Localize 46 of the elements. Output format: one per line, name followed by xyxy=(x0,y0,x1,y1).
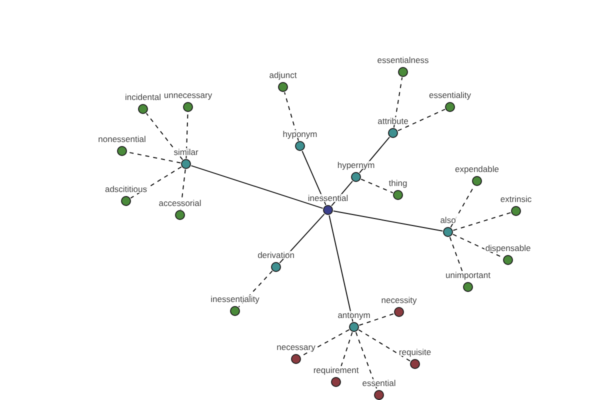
node-label: hyponym xyxy=(282,130,318,138)
node-label: similar xyxy=(172,148,200,156)
node-label: also xyxy=(439,216,457,224)
dashed-link xyxy=(130,166,182,199)
link-line xyxy=(332,210,444,232)
node-label: inessential xyxy=(306,194,350,202)
dashed-link xyxy=(146,112,184,160)
dashed-link xyxy=(355,332,378,390)
node-label: accessorial xyxy=(158,198,202,207)
node-label: adscititious xyxy=(104,184,148,193)
node-label: derivation xyxy=(256,250,296,259)
node-label: attribute xyxy=(376,116,410,125)
node-label: unimportant xyxy=(444,270,492,279)
node-label: essentiality xyxy=(428,90,472,99)
dashed-link xyxy=(126,152,182,164)
node-label: incidental xyxy=(124,92,162,101)
dashed-link xyxy=(452,212,512,231)
dashed-link xyxy=(360,178,394,194)
node-label: nonessential xyxy=(97,134,147,143)
dashed-link xyxy=(180,168,186,210)
link-line xyxy=(328,214,354,322)
node-label: essential xyxy=(361,378,397,387)
dashed-link xyxy=(358,313,394,326)
dashed-link xyxy=(284,92,299,142)
node-label: expendable xyxy=(454,164,500,173)
dashed-link xyxy=(358,329,411,362)
node-label: thing xyxy=(388,178,408,187)
link-line xyxy=(279,214,325,264)
node-label: extrinsic xyxy=(499,194,533,203)
node-label: inessentiality xyxy=(210,294,260,303)
node-label: antonym xyxy=(336,310,372,319)
node-label: necessary xyxy=(276,342,316,351)
node-label: hypernym xyxy=(336,160,376,169)
link-line xyxy=(302,150,326,206)
node-label: essentialness xyxy=(376,56,430,64)
dashed-link xyxy=(238,270,273,308)
node-label: adjunct xyxy=(268,70,298,79)
node-label: necessity xyxy=(380,296,418,304)
link-line xyxy=(190,165,324,209)
node-label: dispensable xyxy=(484,244,532,252)
node-label: requisite xyxy=(398,348,432,356)
dashed-link xyxy=(398,108,446,132)
node-label: unnecessary xyxy=(162,90,214,99)
dashed-link xyxy=(393,76,403,128)
node-label: requirement xyxy=(312,366,360,374)
dashed-link xyxy=(186,112,188,159)
